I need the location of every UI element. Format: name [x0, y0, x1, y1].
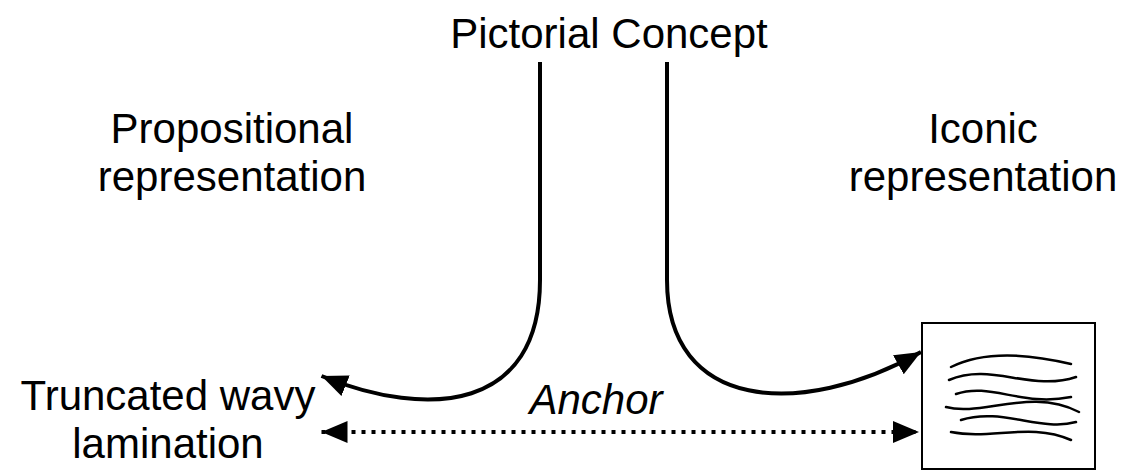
curved-arrow: [667, 62, 921, 393]
wavy-lamination-sketch: [921, 322, 1096, 470]
edge-label: Anchor: [525, 376, 666, 424]
concept-title: Pictorial Concept: [446, 10, 772, 58]
node-text: Pictorial Concept: [446, 10, 772, 58]
node-text: Truncated wavy lamination: [17, 372, 320, 468]
term-text: Truncated wavy lamination: [17, 372, 320, 468]
branch-label: Propositional representation: [52, 105, 412, 201]
curved-arrow: [322, 62, 541, 400]
iconic-box: [921, 322, 1096, 470]
branch-label: Iconic representation: [838, 105, 1128, 201]
anchor-link: [322, 430, 920, 434]
